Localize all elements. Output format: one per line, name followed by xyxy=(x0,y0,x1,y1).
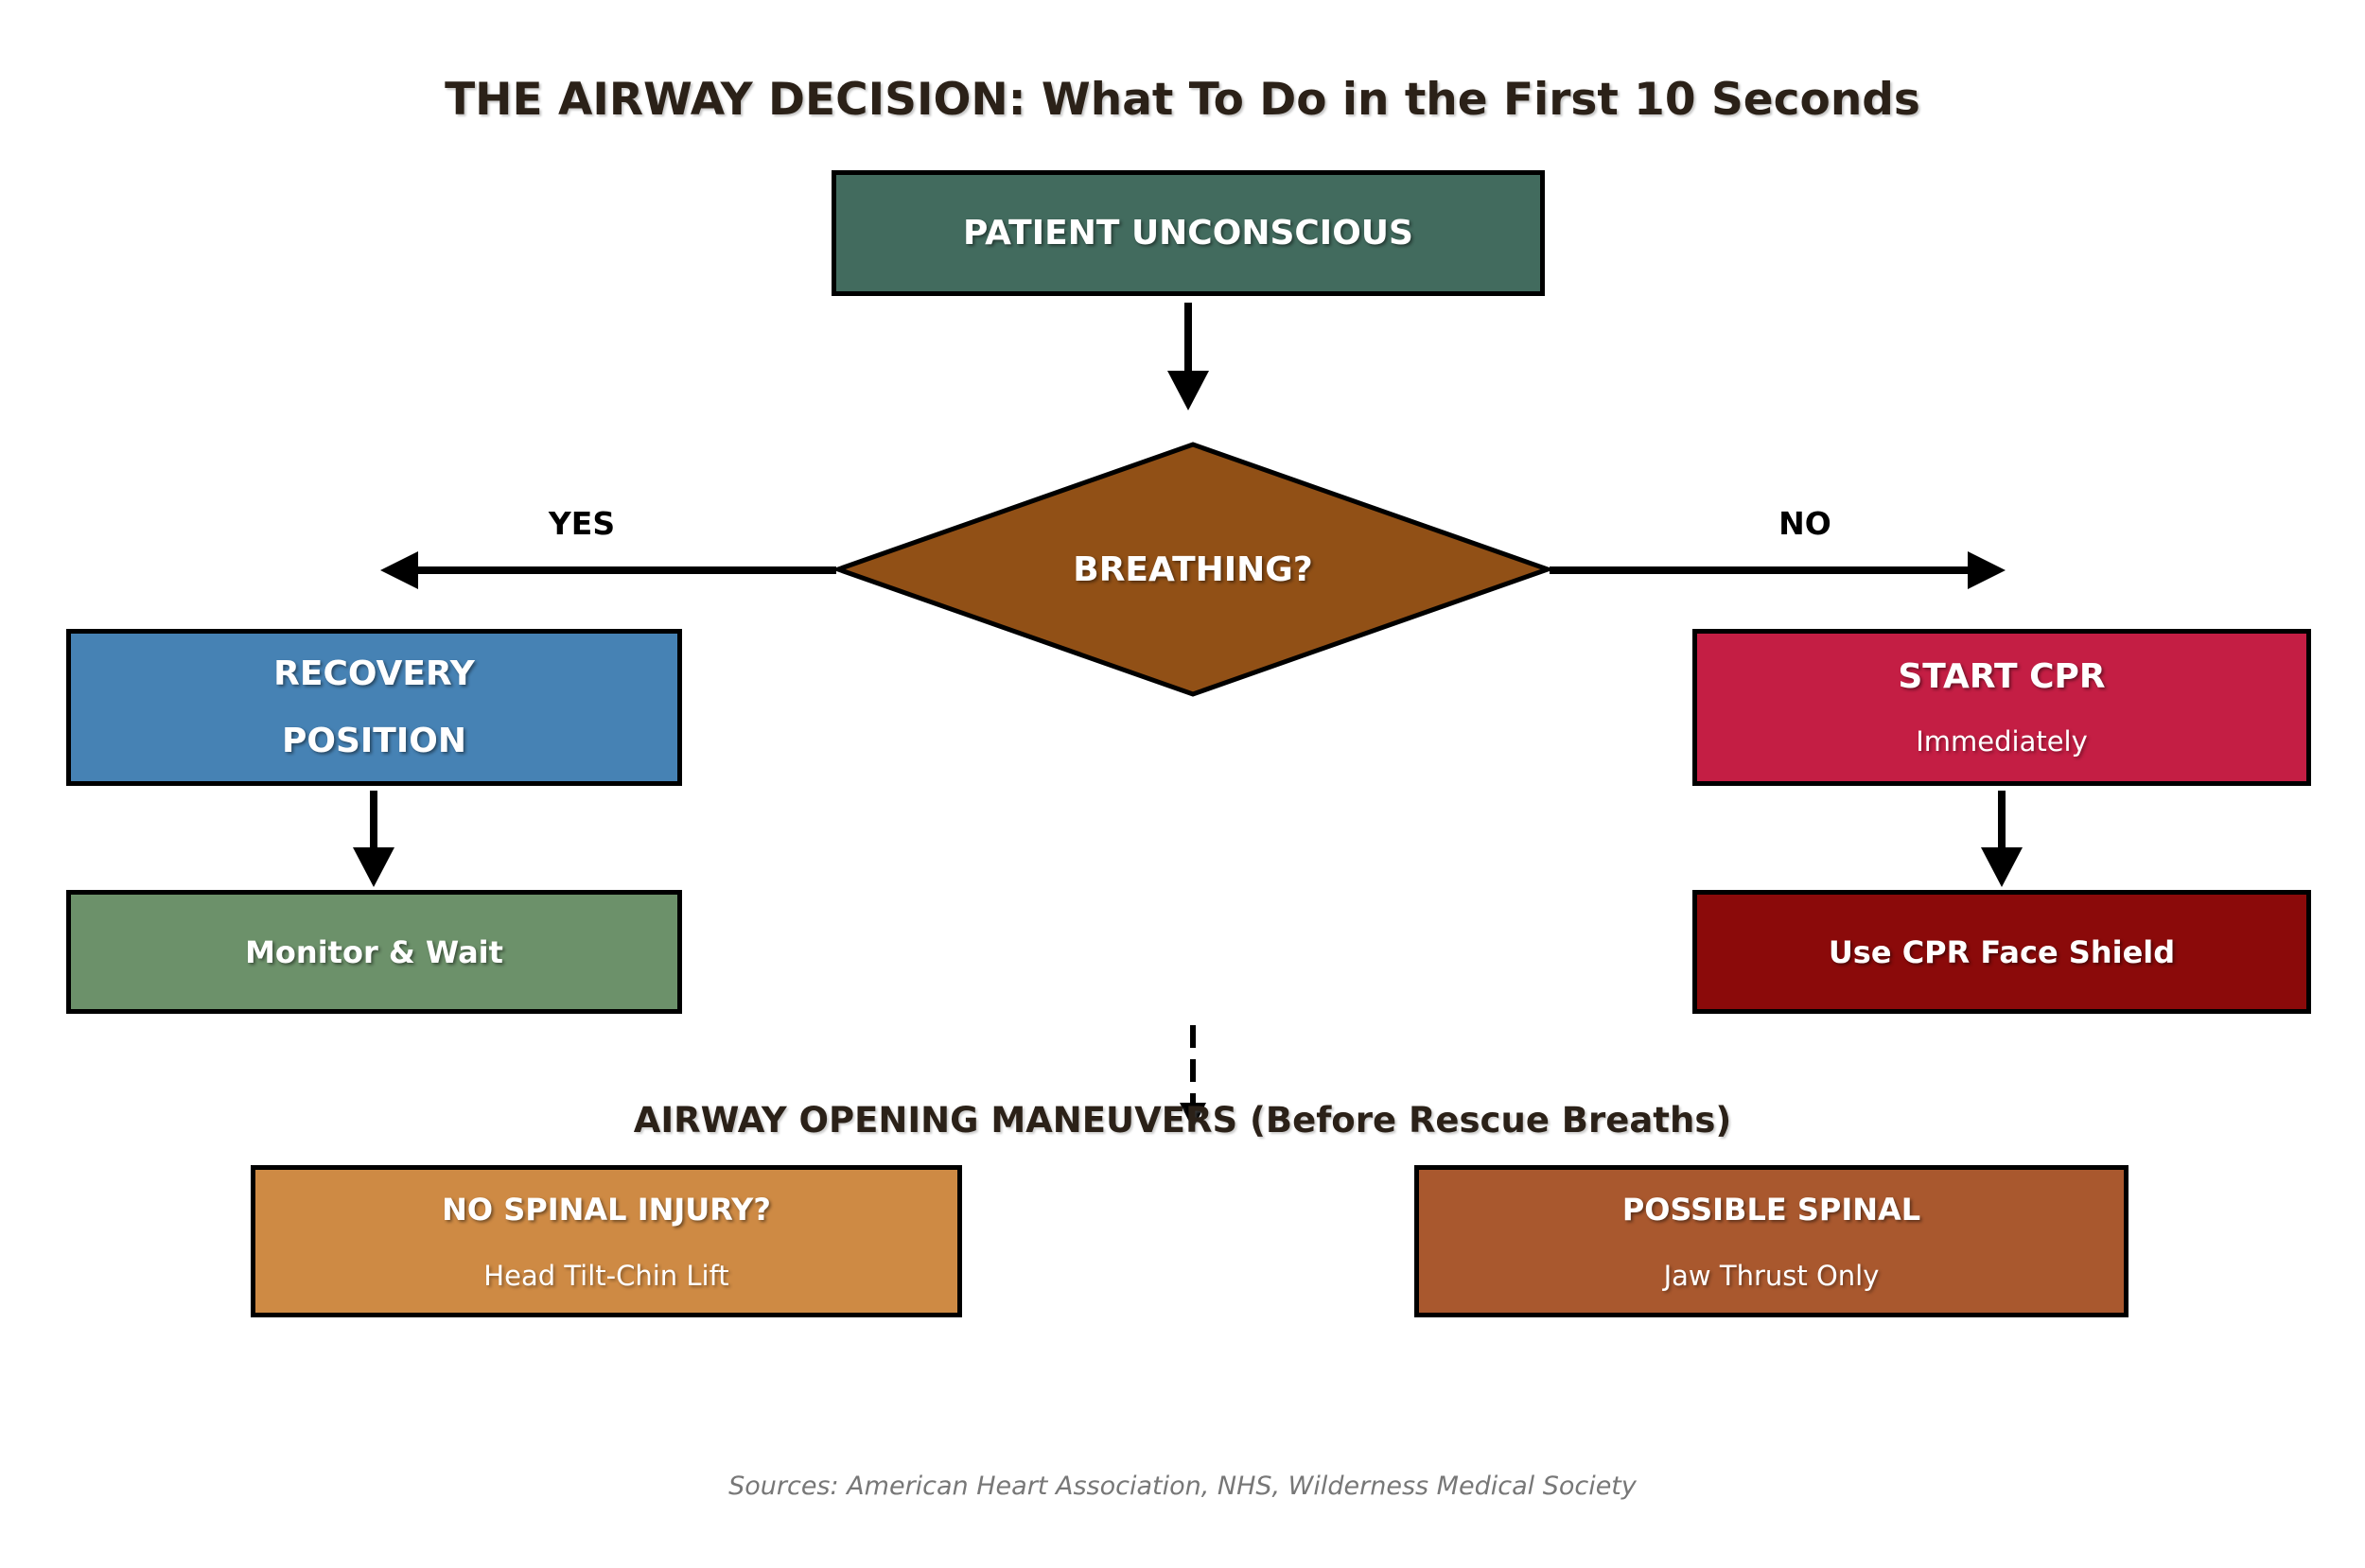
node-recovery-line2: POSITION xyxy=(282,722,466,760)
arrow-yes-head xyxy=(380,551,418,589)
node-patient-unconscious: PATIENT UNCONSCIOUS xyxy=(832,170,1545,296)
arrow-recovery-to-monitor-head xyxy=(353,847,394,887)
section-heading: AIRWAY OPENING MANEUVERS (Before Rescue … xyxy=(633,1100,1732,1141)
page-title: THE AIRWAY DECISION: What To Do in the F… xyxy=(445,74,1920,126)
arrow-patient-to-breathing-head xyxy=(1167,371,1209,410)
decision-diamond-shape xyxy=(833,442,1552,697)
arrow-cpr-to-shield-shaft xyxy=(1998,791,2006,847)
footer-sources: Sources: American Heart Association, NHS… xyxy=(728,1472,1637,1501)
dashed-arrow-to-maneuvers xyxy=(1180,1025,1206,1129)
dashed-arrow-head xyxy=(1180,1103,1206,1129)
node-face-shield: Use CPR Face Shield xyxy=(1692,890,2311,1014)
node-recovery-line1: RECOVERY xyxy=(273,654,475,693)
node-no-spinal-subtitle: Head Tilt-Chin Lift xyxy=(483,1259,729,1292)
node-possible-spinal: POSSIBLE SPINAL Jaw Thrust Only xyxy=(1414,1165,2128,1317)
node-patient-label: PATIENT UNCONSCIOUS xyxy=(963,214,1413,253)
arrow-recovery-to-monitor-shaft xyxy=(370,791,377,847)
node-start-cpr-subtitle: Immediately xyxy=(1916,725,2088,758)
arrow-cpr-to-shield-head xyxy=(1981,847,2023,887)
arrow-yes-shaft xyxy=(418,566,836,574)
node-no-spinal-injury: NO SPINAL INJURY? Head Tilt-Chin Lift xyxy=(251,1165,962,1317)
node-possible-spinal-subtitle: Jaw Thrust Only xyxy=(1663,1259,1880,1292)
branch-label-no: NO xyxy=(1778,505,1831,542)
node-face-shield-label: Use CPR Face Shield xyxy=(1828,933,2176,970)
arrow-no-shaft xyxy=(1550,566,1968,574)
arrow-no-head xyxy=(1968,551,2006,589)
node-start-cpr-title: START CPR xyxy=(1898,657,2106,696)
arrow-patient-to-breathing-shaft xyxy=(1184,303,1192,371)
node-monitor-wait: Monitor & Wait xyxy=(66,890,682,1014)
diamond-polygon xyxy=(833,442,1552,697)
decision-label: BREATHING? xyxy=(1073,549,1313,589)
node-no-spinal-title: NO SPINAL INJURY? xyxy=(442,1191,771,1228)
node-possible-spinal-title: POSSIBLE SPINAL xyxy=(1621,1191,1921,1228)
node-recovery-position: RECOVERY POSITION xyxy=(66,629,682,786)
node-start-cpr: START CPR Immediately xyxy=(1692,629,2311,786)
node-monitor-label: Monitor & Wait xyxy=(245,933,503,970)
branch-label-yes: YES xyxy=(548,505,616,542)
